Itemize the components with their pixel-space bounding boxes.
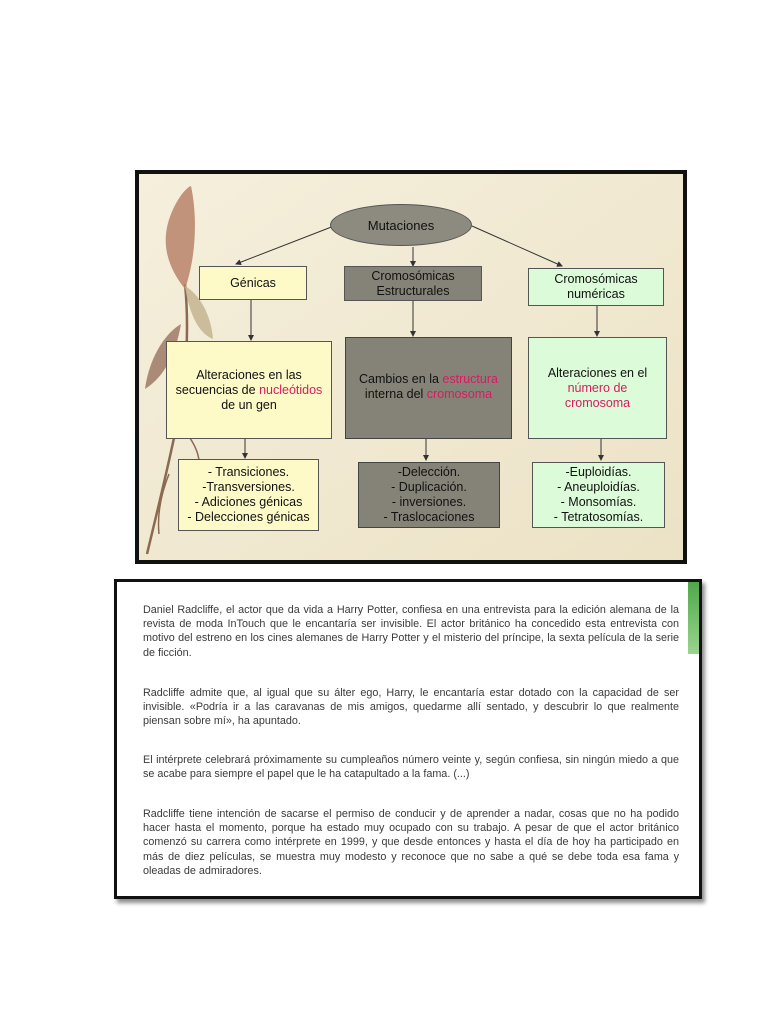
node-cromosomicas-estructurales: Cromosómicas Estructurales bbox=[344, 266, 482, 301]
node-estructurales-label-line1: Cromosómicas bbox=[371, 268, 455, 283]
node-numericas-description: Alteraciones en el número de cromosoma bbox=[528, 337, 667, 439]
estructurales-description-highlight-2: cromosoma bbox=[426, 387, 493, 401]
numericas-description-highlight-2: cromosoma bbox=[564, 395, 631, 410]
numericas-example-item: - Aneuploidías. bbox=[557, 480, 640, 494]
article-paragraph: El intérprete celebrará próximamente su … bbox=[143, 754, 679, 781]
estructurales-example-item: - inversiones. bbox=[391, 495, 467, 509]
node-numericas-label-line1: Cromosómicas bbox=[554, 272, 638, 286]
node-genicas-label: Génicas bbox=[230, 275, 276, 290]
genicas-example-item: - Transiciones. bbox=[207, 465, 290, 479]
numericas-example-item: - Tetratosomías. bbox=[553, 510, 644, 524]
genicas-description-text-end: de un gen bbox=[221, 398, 277, 412]
estructurales-example-item: - Duplicación. bbox=[391, 480, 467, 494]
genicas-example-item: - Delecciones génicas bbox=[187, 510, 310, 524]
numericas-example-item: -Euploidías. bbox=[565, 465, 632, 479]
node-estructurales-description: Cambios en la estructura interna del cro… bbox=[345, 337, 512, 439]
node-mutaciones-label: Mutaciones bbox=[367, 217, 435, 233]
connector-arrows bbox=[235, 225, 604, 461]
genicas-description-text: Alteraciones en las secuencias de bbox=[175, 368, 302, 397]
article-paragraph: Radcliffe tiene intención de sacarse el … bbox=[143, 808, 679, 877]
numericas-description-text: Alteraciones en el bbox=[547, 365, 648, 380]
green-accent-bar bbox=[688, 582, 699, 654]
node-genicas: Génicas bbox=[199, 266, 307, 300]
estructurales-description-text: Cambios en la bbox=[359, 372, 443, 386]
node-genicas-description: Alteraciones en las secuencias de nucleó… bbox=[166, 341, 332, 439]
estructurales-example-item: - Traslocaciones bbox=[383, 510, 475, 524]
article-text-panel: Daniel Radcliffe, el actor que da vida a… bbox=[114, 579, 702, 899]
genicas-example-item: - Adiciones génicas bbox=[194, 495, 303, 509]
node-estructurales-examples: -Delección. - Duplicación. - inversiones… bbox=[358, 462, 500, 528]
article-paragraph: Radcliffe admite que, al igual que su ál… bbox=[143, 687, 679, 728]
node-numericas-examples: -Euploidías. - Aneuploidías. - Monsomías… bbox=[532, 462, 665, 528]
estructurales-example-item: -Delección. bbox=[397, 465, 461, 479]
mutations-diagram: Mutaciones Génicas Cromosómicas Estructu… bbox=[135, 170, 687, 564]
node-numericas-label-line2: numéricas bbox=[567, 287, 625, 301]
node-genicas-examples: - Transiciones. -Transversiones. - Adici… bbox=[178, 459, 319, 531]
article-paragraph: Daniel Radcliffe, el actor que da vida a… bbox=[143, 604, 679, 659]
node-estructurales-label-line2: Estructurales bbox=[376, 283, 450, 298]
node-mutaciones: Mutaciones bbox=[330, 204, 472, 246]
estructurales-description-text-mid: interna del bbox=[364, 387, 427, 401]
node-cromosomicas-numericas: Cromosómicas numéricas bbox=[528, 268, 664, 306]
genicas-description-highlight: nucleótidos bbox=[259, 383, 323, 397]
numericas-example-item: - Monsomías. bbox=[560, 495, 637, 509]
estructurales-description-highlight-1: estructura bbox=[442, 372, 498, 386]
numericas-description-highlight-1: número de bbox=[567, 380, 628, 395]
genicas-example-item: -Transversiones. bbox=[202, 480, 295, 494]
